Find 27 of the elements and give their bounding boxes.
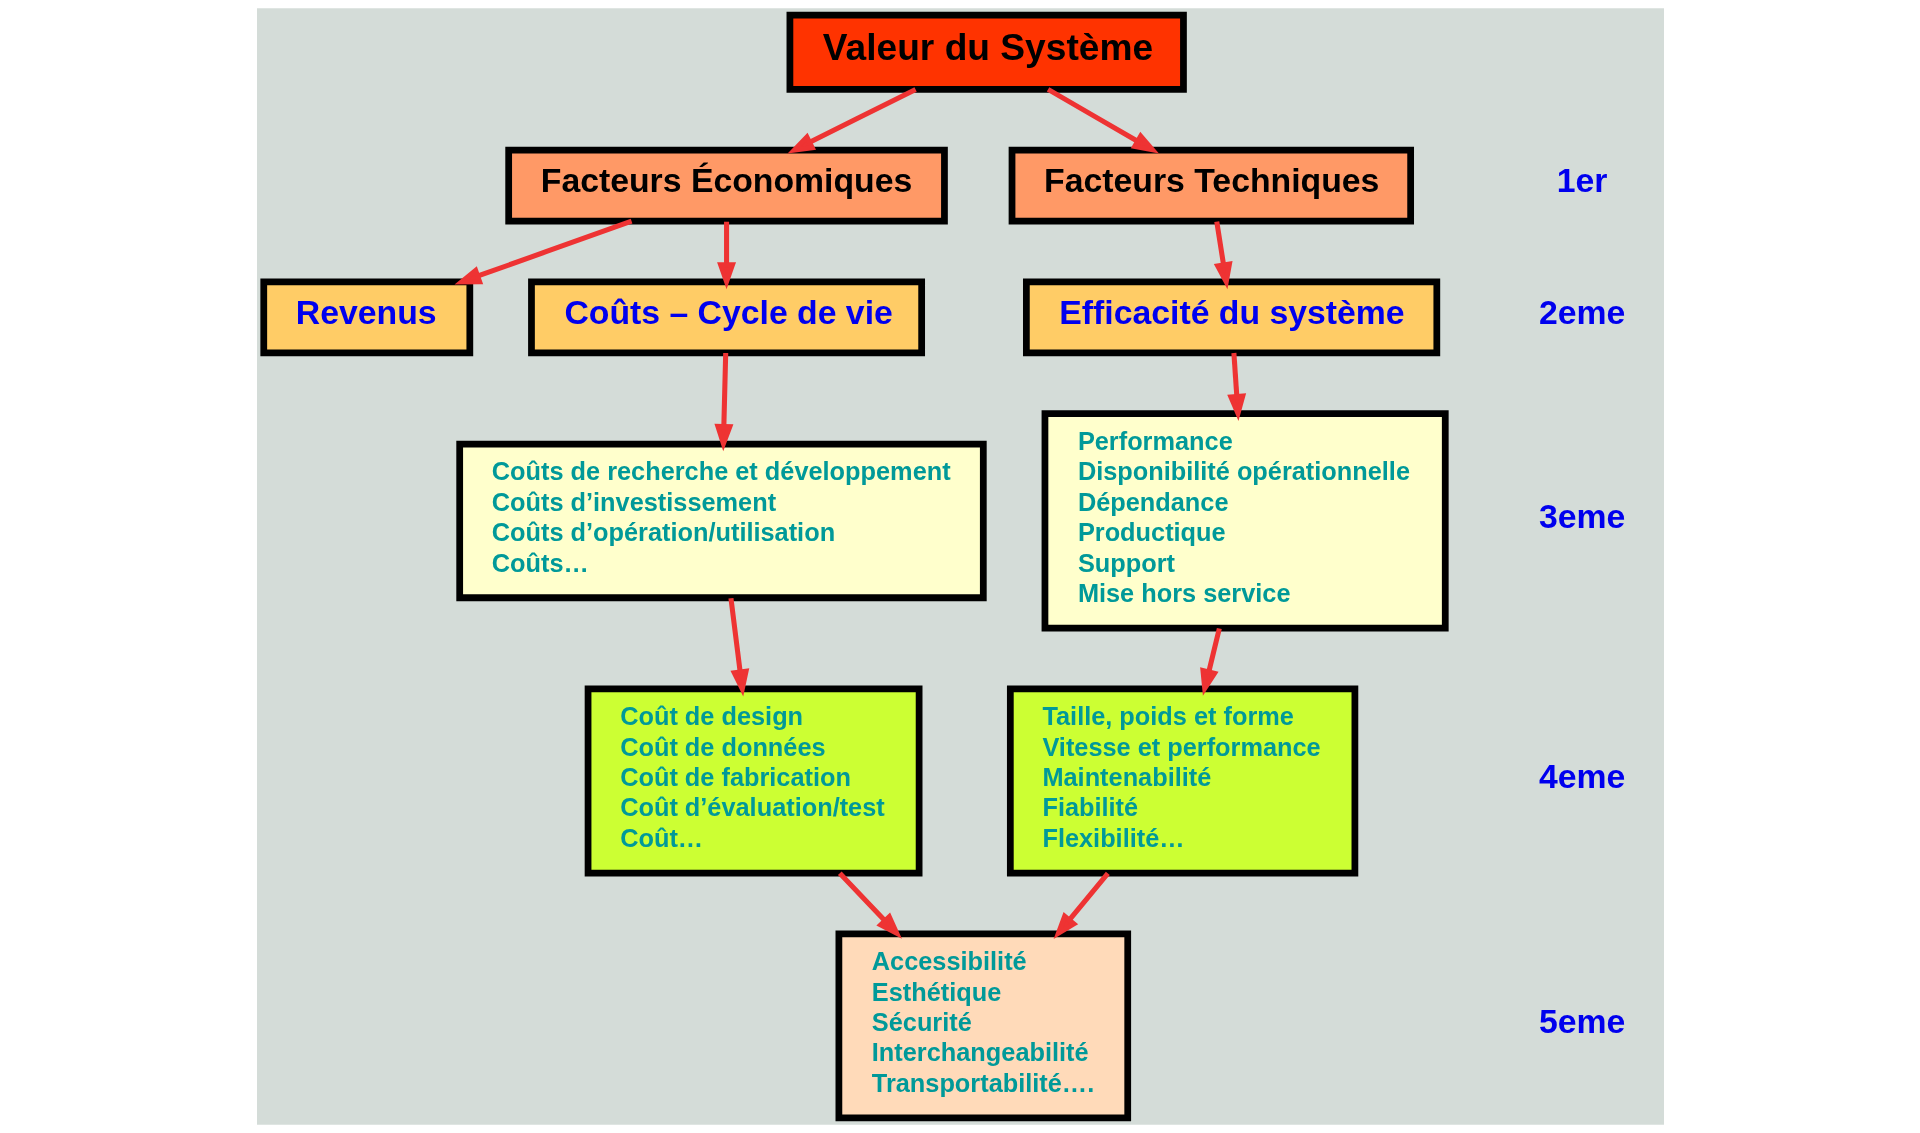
node-box: Revenus <box>259 278 473 357</box>
label: 2eme <box>1538 293 1625 332</box>
node-box: Facteurs Techniques <box>1008 146 1414 225</box>
node-box: Taille, poids et forme Vitesse et performance Maintenabilité Fiabilité Flexibilité… <box>1006 685 1358 877</box>
arrow <box>1226 352 1246 422</box>
label: 5eme <box>1538 1001 1625 1040</box>
arrow <box>1213 221 1233 290</box>
arrow <box>1053 871 1110 939</box>
label: 4eme <box>1538 756 1625 795</box>
node-box: Efficacité du système <box>1022 278 1440 357</box>
arrow <box>1199 627 1222 696</box>
arrow <box>713 352 733 452</box>
label: 3eme <box>1538 496 1625 535</box>
node-box: Coûts de recherche et développement Coûts d’investissement Coûts d’opération/utilisation Coûts… <box>455 440 987 602</box>
arrow <box>453 218 632 285</box>
node-box: Accessibilité Esthétique Sécurité Interchangeabilité Transportabilité…. <box>835 930 1131 1122</box>
node-box: Coûts – Cycle de vie <box>527 278 925 357</box>
node-box: Coût de design Coût de données Coût de fabrication Coût d’évaluation/test Coût… <box>584 685 922 877</box>
node-box: Valeur du Système <box>786 11 1187 93</box>
arrow <box>1046 87 1159 154</box>
label: 1er <box>1556 161 1607 200</box>
arrow <box>716 221 736 290</box>
node-box: Facteurs Économiques <box>504 146 948 225</box>
arrow <box>837 871 902 939</box>
node-box: Performance Disponibilité opérationnelle Dépendance Productique Support Mise hors service <box>1041 410 1449 632</box>
arrow <box>727 597 749 697</box>
arrow <box>787 87 917 154</box>
